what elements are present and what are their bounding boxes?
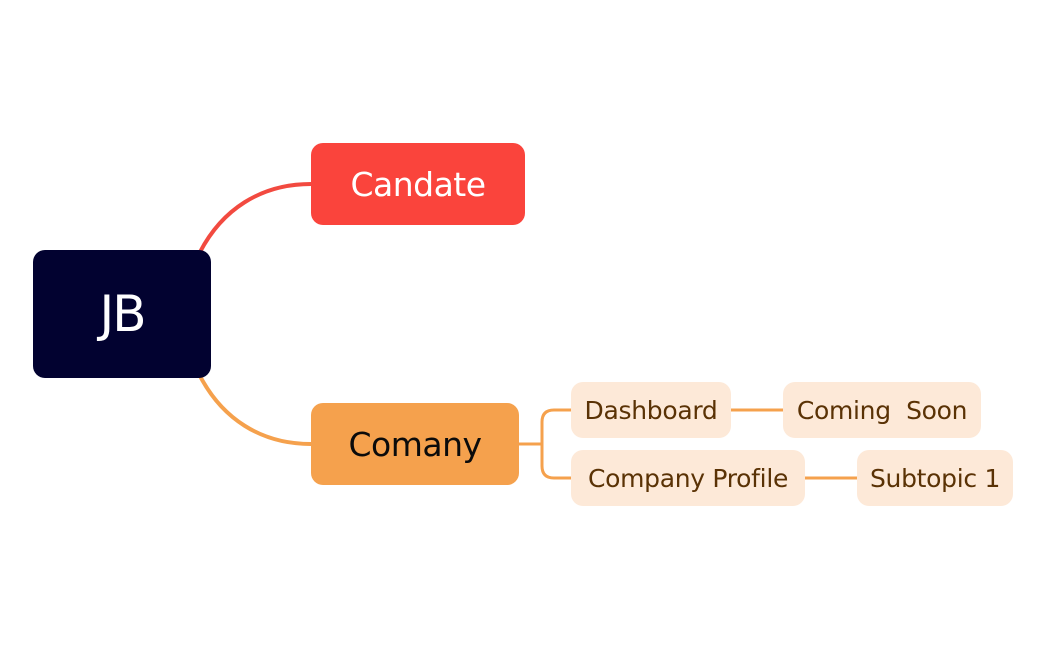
link-comany-children (517, 408, 573, 480)
subtopic-coming-soon[interactable]: Coming Soon (783, 382, 981, 438)
main-topic-comany[interactable]: Comany (311, 403, 519, 485)
link-root-comany (198, 374, 313, 446)
root-topic-jb[interactable]: JB (33, 250, 211, 378)
subtopic-company-profile[interactable]: Company Profile (571, 450, 805, 506)
link-root-candate (198, 182, 313, 254)
main-topic-candate[interactable]: Candate (311, 143, 525, 225)
subtopic-subtopic-1[interactable]: Subtopic 1 (857, 450, 1013, 506)
subtopic-dashboard[interactable]: Dashboard (571, 382, 731, 438)
